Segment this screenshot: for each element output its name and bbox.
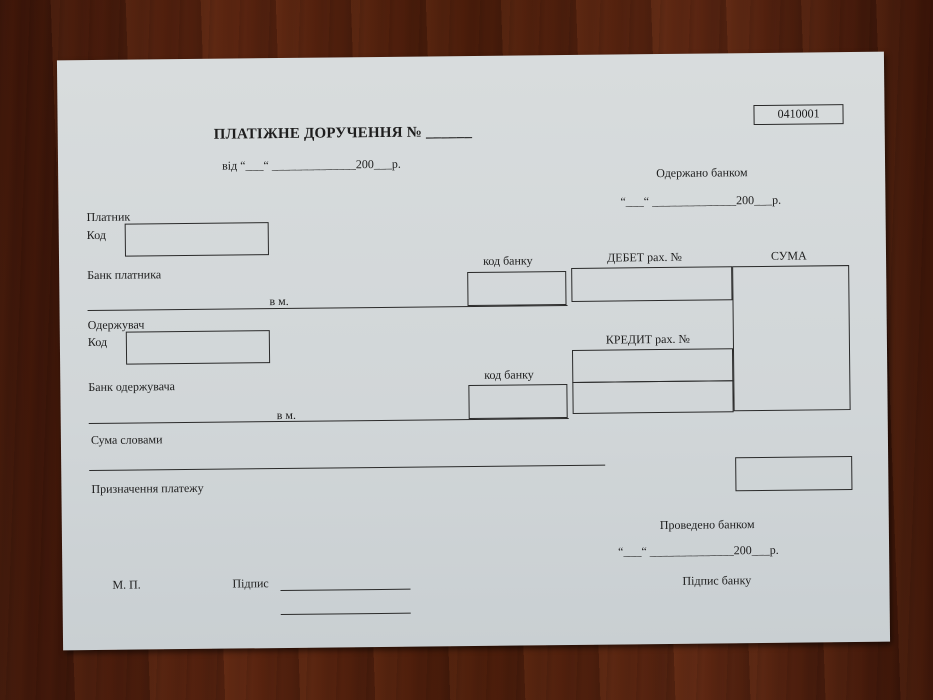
recipient-bank-code-label: код банку [484, 367, 534, 382]
bank-signature-label: Підпис банку [682, 573, 752, 588]
recipient-bank-code-field[interactable] [468, 384, 568, 420]
purpose-amount-field[interactable] [735, 456, 853, 492]
debit-account-field[interactable] [571, 266, 733, 302]
payer-code-label: Код [86, 227, 107, 243]
sum-header: СУМА [770, 248, 807, 263]
sum-words-label: Сума словами [90, 432, 163, 448]
signature-line-2 [280, 612, 411, 616]
form-code: 0410001 [777, 106, 820, 121]
date-line: від “___“ ______________200___р. [221, 156, 401, 173]
debit-label: ДЕБЕТ рах. № [606, 249, 682, 265]
processed-date-line: “___“ ______________200___р. [618, 542, 779, 559]
recipient-bank-line [88, 418, 569, 425]
payer-code-field[interactable] [124, 222, 269, 257]
recipient-bank-label: Банк одержувача [88, 379, 175, 395]
form-title: ПЛАТІЖНЕ ДОРУЧЕННЯ № ______ [213, 124, 473, 143]
form-code-box: 0410001 [753, 104, 844, 126]
processed-by-bank-label: Проведено банком [659, 517, 755, 533]
received-date-line: “___“ ______________200___р. [620, 192, 782, 209]
signature-label: Підпис [232, 576, 269, 591]
payer-bank-line [87, 305, 568, 312]
credit-label: КРЕДИТ рах. № [605, 331, 690, 347]
payer-bank-label: Банк платника [87, 267, 162, 283]
signature-line-1 [280, 588, 411, 592]
stamp-label: М. П. [112, 577, 141, 592]
credit-account-field-top[interactable] [571, 348, 734, 383]
sum-words-line [89, 464, 606, 472]
sum-field[interactable] [732, 265, 851, 412]
payment-order-form: 0410001 ПЛАТІЖНЕ ДОРУЧЕННЯ № ______ від … [56, 51, 891, 651]
credit-account-field-bottom[interactable] [572, 380, 734, 414]
recipient-code-field[interactable] [125, 330, 271, 365]
purpose-label: Призначення платежу [91, 480, 204, 497]
payer-city-label: в м. [269, 293, 289, 309]
recipient-code-label: Код [87, 334, 108, 350]
payer-bank-code-field[interactable] [467, 271, 567, 307]
payer-bank-code-label: код банку [482, 253, 533, 268]
received-by-bank-label: Одержано банком [656, 165, 748, 181]
